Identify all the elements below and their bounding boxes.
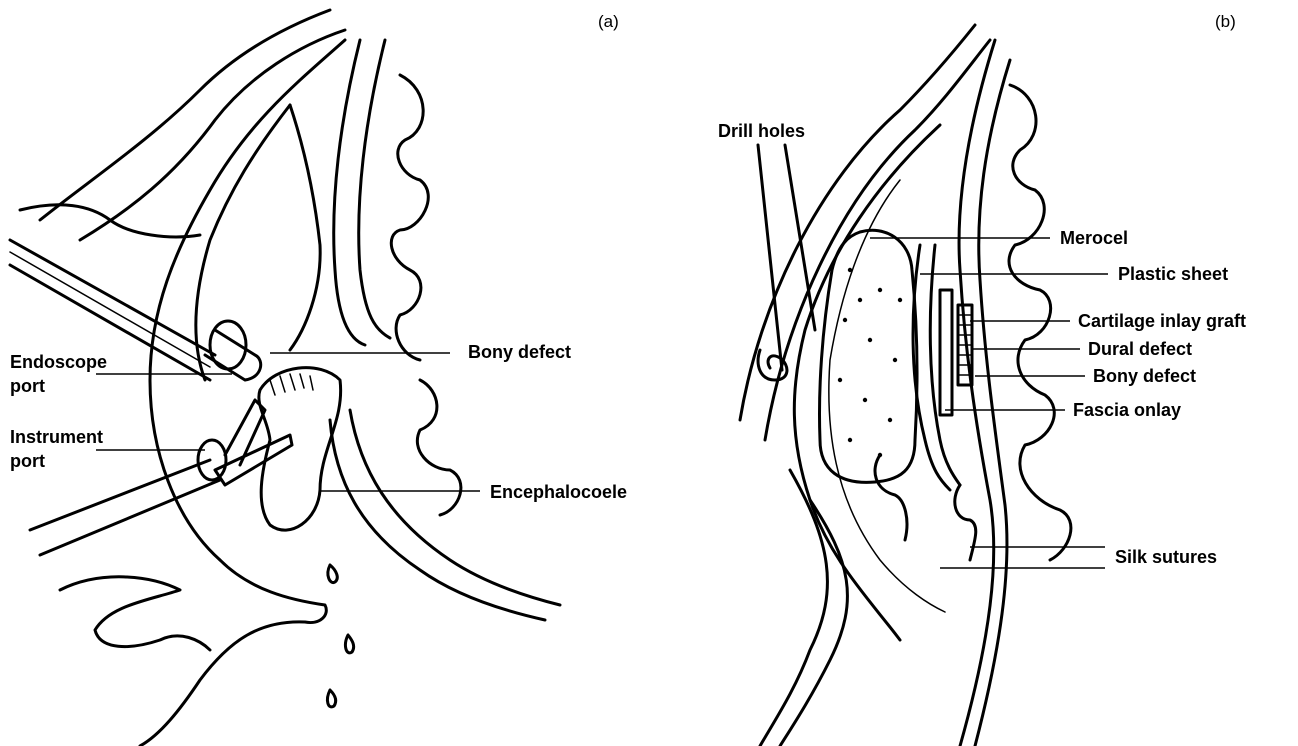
label-merocel: Merocel xyxy=(1060,228,1128,248)
label-instrument-port-2: port xyxy=(10,451,45,471)
b-brain-gyri xyxy=(1009,85,1071,560)
b-cranial-layer-2 xyxy=(975,60,1010,746)
lower-brain xyxy=(417,380,461,515)
label-fascia-onlay: Fascia onlay xyxy=(1073,400,1181,420)
frontal-sinus-wall xyxy=(150,40,345,560)
panel-b-illustration: Drill holes Merocel Plastic sheet Cartil… xyxy=(718,25,1246,746)
label-silk-sutures: Silk sutures xyxy=(1115,547,1217,567)
fascia-onlay-strip xyxy=(940,290,952,415)
label-endoscope-port-1: Endoscope xyxy=(10,352,107,372)
drill-hole-line-2 xyxy=(785,145,815,330)
instrument-shaft xyxy=(30,460,220,555)
b-lower-floor xyxy=(780,500,847,746)
cranial-base-inner xyxy=(359,40,390,338)
lower-cranial-base xyxy=(350,410,560,605)
sinus-septum xyxy=(290,105,320,350)
palate-curve xyxy=(60,577,210,650)
sheet-suture xyxy=(955,485,976,560)
label-bony-defect-b: Bony defect xyxy=(1093,366,1196,386)
label-instrument-port-1: Instrument xyxy=(10,427,103,447)
merocel-pores xyxy=(838,268,902,457)
label-encephalocoele: Encephalocoele xyxy=(490,482,627,502)
encephalocoele-hatch xyxy=(270,374,313,395)
label-endoscope-port-2: port xyxy=(10,376,45,396)
csf-droplet-2 xyxy=(345,635,353,653)
encephalocoele-shape xyxy=(259,368,341,530)
brain-gyri xyxy=(391,75,428,360)
label-cartilage-inlay-graft: Cartilage inlay graft xyxy=(1078,311,1246,331)
csf-droplet-3 xyxy=(327,690,335,707)
label-bony-defect-a: Bony defect xyxy=(468,342,571,362)
label-dural-defect: Dural defect xyxy=(1088,339,1192,359)
merocel-sponge xyxy=(820,230,917,482)
instrument-jaw xyxy=(215,400,292,485)
skull-outer-curve xyxy=(40,10,330,220)
skull-inner-curve xyxy=(80,30,345,240)
endoscope-shaft-line xyxy=(10,252,210,367)
b-skull-inner xyxy=(765,40,990,440)
label-drill-holes: Drill holes xyxy=(718,121,805,141)
nasal-floor xyxy=(140,560,326,746)
nasal-bridge xyxy=(20,205,200,237)
csf-droplet-1 xyxy=(328,565,337,583)
b-sinus-thin xyxy=(829,180,945,612)
endoscope-shaft-top xyxy=(10,240,215,355)
label-plastic-sheet: Plastic sheet xyxy=(1118,264,1228,284)
panel-a-illustration: Endoscope port Instrument port Bony defe… xyxy=(10,10,627,746)
instrument-port-ring xyxy=(198,440,226,480)
merocel-suture xyxy=(875,455,907,540)
